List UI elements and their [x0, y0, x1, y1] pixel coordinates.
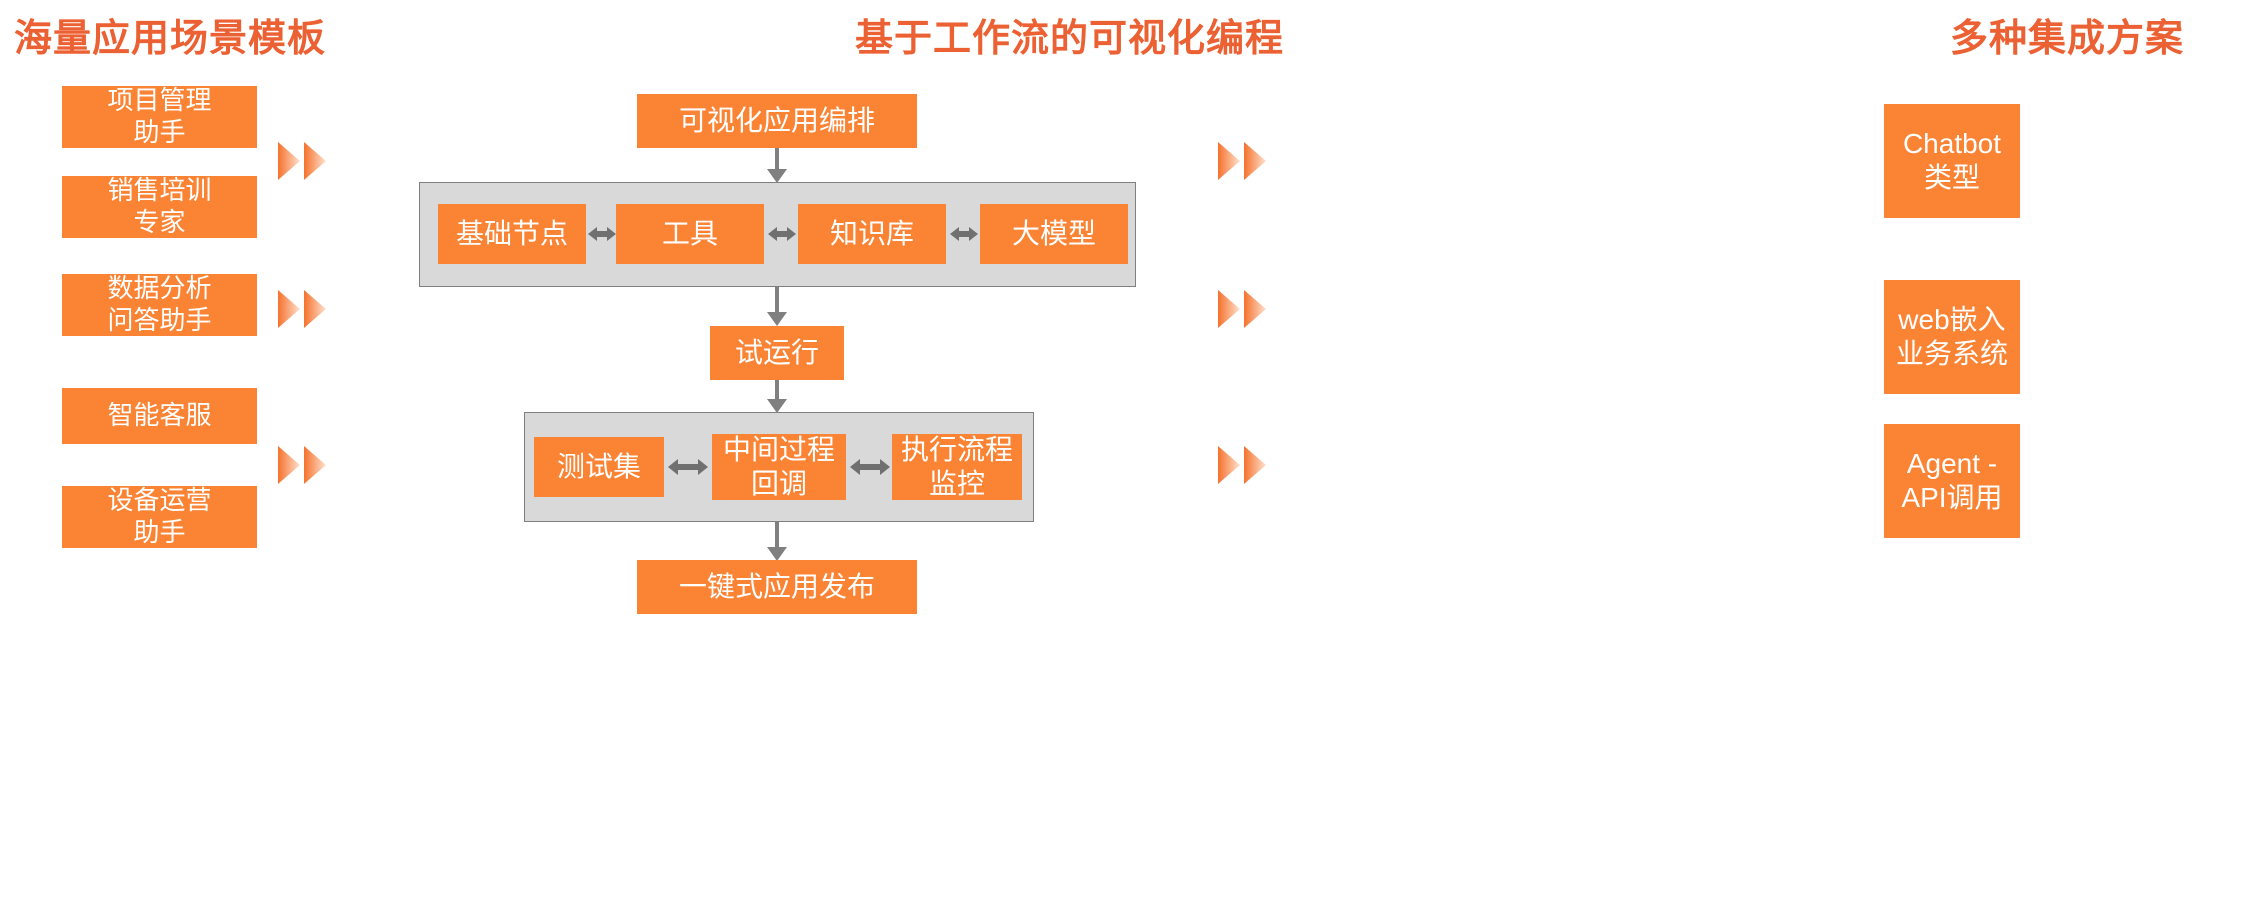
node-label-line1: 测试集	[556, 450, 641, 482]
right-section-title: 多种集成方案	[1950, 18, 2185, 60]
arrow-left-right-icon-builder-1	[588, 223, 616, 245]
arrow-down-icon-line-4	[775, 522, 779, 550]
node-label: 试运行	[734, 336, 819, 368]
template-card-sales-training[interactable]: 销售培训 专家	[62, 175, 257, 238]
node-large-model[interactable]: 大模型	[980, 204, 1128, 264]
integration-card-line2: 业务系统	[1895, 338, 2008, 369]
template-card-line2: 专家	[133, 207, 186, 237]
node-label-line1: 中间过程	[722, 433, 835, 465]
node-label: 知识库	[829, 217, 914, 249]
template-card-line1: 数据分析	[107, 273, 212, 304]
node-label-line1: 执行流程	[900, 433, 1013, 465]
double-chevron-right-icon-right-3	[1218, 444, 1282, 486]
double-chevron-right-icon-left-2	[278, 288, 342, 330]
integration-card-web-embed[interactable]: web嵌入 业务系统	[1884, 280, 2020, 394]
arrow-left-right-icon-test-1	[668, 456, 708, 478]
arrow-left-right-icon-builder-3	[950, 223, 978, 245]
node-test-set[interactable]: 测试集	[534, 437, 664, 497]
node-label: 大模型	[1011, 217, 1096, 249]
node-label: 基础节点	[455, 217, 568, 249]
node-execution-monitoring[interactable]: 执行流程 监控	[892, 434, 1022, 500]
integration-card-agent-api[interactable]: Agent - API调用	[1884, 424, 2020, 538]
node-label-line2: 回调	[750, 468, 807, 499]
node-visual-app-orchestration[interactable]: 可视化应用编排	[637, 94, 917, 148]
node-intermediate-callback[interactable]: 中间过程 回调	[712, 434, 846, 500]
template-card-line2: 助手	[133, 117, 186, 147]
arrow-down-icon-head-2	[767, 312, 787, 326]
template-card-data-analysis-qa[interactable]: 数据分析 问答助手	[62, 273, 257, 336]
node-label: 可视化应用编排	[678, 104, 875, 136]
integration-card-chatbot[interactable]: Chatbot 类型	[1884, 104, 2020, 218]
arrow-down-icon-line-2	[775, 287, 779, 315]
template-card-line1: 设备运营	[107, 485, 212, 516]
template-card-line1: 销售培训	[107, 175, 212, 206]
integration-card-line2: API调用	[1901, 482, 2003, 513]
node-label-line2: 监控	[928, 468, 985, 499]
template-card-line1: 项目管理	[107, 85, 212, 116]
double-chevron-right-icon-right-1	[1218, 140, 1282, 182]
integration-card-line1: web嵌入	[1898, 303, 2006, 335]
node-tools[interactable]: 工具	[616, 204, 764, 264]
integration-card-line2: 类型	[1923, 162, 1980, 193]
arrow-down-icon-head-4	[767, 547, 787, 561]
arrow-down-icon-line-1	[775, 148, 779, 172]
node-trial-run[interactable]: 试运行	[710, 326, 844, 380]
template-card-device-operations[interactable]: 设备运营 助手	[62, 485, 257, 548]
arrow-down-icon-head-3	[767, 399, 787, 413]
node-knowledge-base[interactable]: 知识库	[798, 204, 946, 264]
template-card-line2: 助手	[133, 517, 186, 547]
template-card-line2: 问答助手	[107, 305, 212, 335]
integration-card-line1: Chatbot	[1902, 127, 2002, 159]
integration-card-line1: Agent -	[1906, 447, 1998, 479]
double-chevron-right-icon-left-1	[278, 140, 342, 182]
double-chevron-right-icon-right-2	[1218, 288, 1282, 330]
arrow-down-icon-head-1	[767, 169, 787, 183]
template-card-project-management[interactable]: 项目管理 助手	[62, 85, 257, 148]
template-card-line1: 智能客服	[107, 400, 212, 431]
node-label: 一键式应用发布	[678, 570, 875, 602]
node-label: 工具	[661, 217, 718, 249]
node-one-click-publish[interactable]: 一键式应用发布	[637, 560, 917, 614]
node-basic-nodes[interactable]: 基础节点	[438, 204, 586, 264]
arrow-left-right-icon-test-2	[850, 456, 890, 478]
template-card-smart-customer-service[interactable]: 智能客服	[62, 388, 257, 444]
middle-section-title: 基于工作流的可视化编程	[855, 18, 1285, 60]
double-chevron-right-icon-left-3	[278, 444, 342, 486]
arrow-left-right-icon-builder-2	[768, 223, 796, 245]
arrow-down-icon-line-3	[775, 380, 779, 402]
left-section-title: 海量应用场景模板	[14, 18, 327, 60]
